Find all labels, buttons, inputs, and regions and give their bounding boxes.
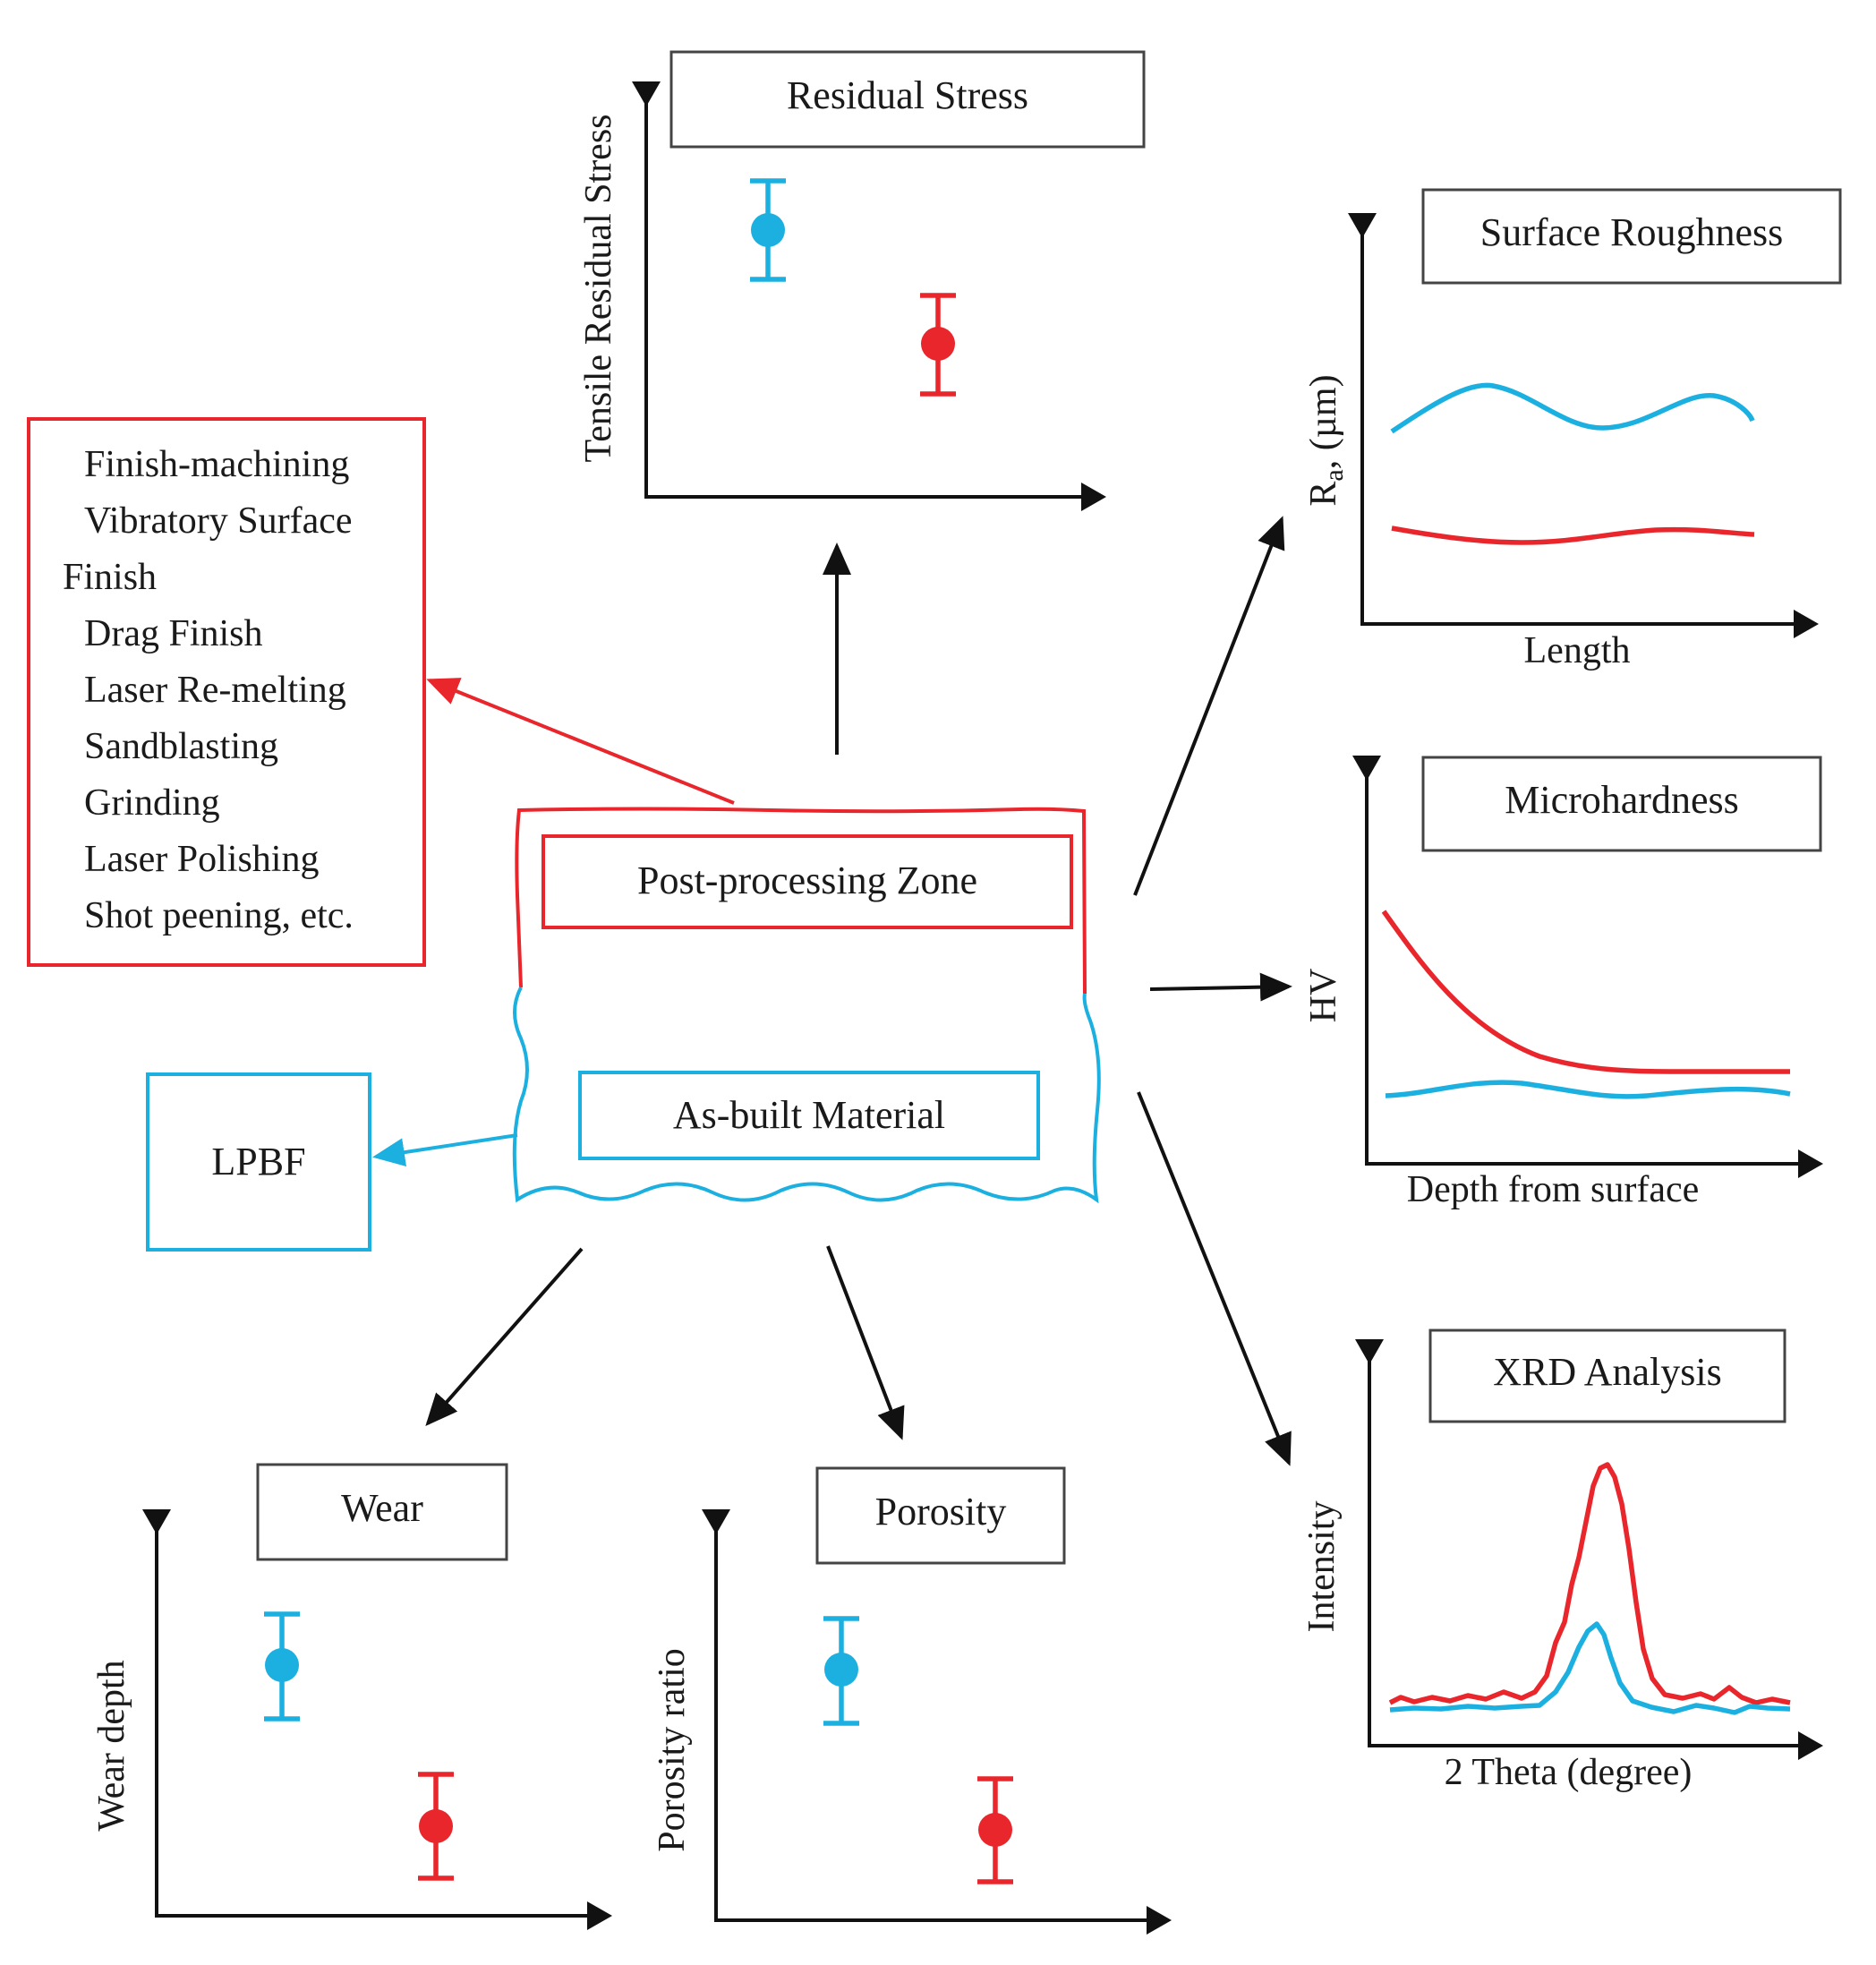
method-item: Sandblasting [84, 726, 278, 767]
surface-roughness-axes [1348, 213, 1819, 638]
residual-stress-panel: Residual Stress Tensile Residual Stress [578, 50, 1146, 511]
lpbf-block: LPBF [146, 1072, 371, 1252]
method-item: Shot peening, etc. [84, 895, 354, 936]
wear-errorbar-as-built [264, 1611, 300, 1722]
porosity-ylabel: Porosity ratio [652, 1648, 693, 1852]
xrd-xlabel: 2 Theta (degree) [1445, 1752, 1693, 1793]
connectors [372, 516, 1292, 1466]
as-built-material-label: As-built Material [673, 1093, 945, 1137]
arrow-to-porosity [826, 1245, 905, 1440]
methods-box [27, 417, 426, 967]
residual-stress-errorbar-as-built [750, 178, 786, 282]
xrd-title: XRD Analysis [1493, 1350, 1721, 1394]
microhardness-curve-post-processed [1381, 910, 1790, 1074]
residual-stress-point-as-built [751, 213, 785, 247]
arrow-to-surface-roughness [1133, 516, 1285, 896]
wear-title: Wear [341, 1486, 423, 1530]
as-built-material-box [578, 1071, 1040, 1160]
residual-stress-errorbar-post-processed [920, 293, 956, 397]
lpbf-label: LPBF [211, 1140, 305, 1183]
porosity-panel: Porosity Porosity ratio [652, 1466, 1172, 1935]
wear-point-post-processed [419, 1809, 453, 1843]
specimen-red-outline [515, 807, 1087, 995]
arrow-to-lpbf [372, 1133, 518, 1167]
surface-roughness-panel: Surface Roughness Ra, (µm) Length [1303, 188, 1842, 671]
microhardness-title: Microhardness [1505, 778, 1739, 822]
specimen: Post-processing Zone As-built Material [512, 807, 1101, 1204]
wear-panel: Wear Wear depth [91, 1463, 612, 1930]
microhardness-xlabel: Depth from surface [1407, 1169, 1700, 1210]
method-item: Laser Re-melting [84, 670, 346, 711]
wear-ylabel: Wear depth [91, 1660, 132, 1831]
post-processing-zone-label: Post-processing Zone [637, 859, 977, 902]
wear-errorbar-post-processed [418, 1772, 454, 1881]
specimen-blue-outline [512, 987, 1101, 1204]
xrd-ylabel: Intensity [1301, 1501, 1343, 1633]
residual-stress-title: Residual Stress [787, 73, 1028, 117]
surface-roughness-xlabel: Length [1524, 630, 1631, 671]
ylabel-subscript: a [1319, 469, 1349, 481]
microhardness-curve-as-built [1385, 1080, 1791, 1099]
xrd-curve-post-processed [1388, 1462, 1791, 1705]
porosity-errorbar-as-built [823, 1616, 859, 1726]
surface-roughness-curve-post-processed [1391, 525, 1755, 545]
microhardness-axes [1352, 756, 1823, 1178]
residual-stress-ylabel: Tensile Residual Stress [578, 114, 619, 462]
surface-roughness-title: Surface Roughness [1480, 210, 1784, 254]
method-item: Vibratory Surface [84, 500, 353, 542]
microhardness-ylabel: HV [1303, 969, 1344, 1023]
methods-list: Finish-machining Vibratory Surface Finis… [27, 417, 426, 967]
porosity-point-post-processed [978, 1813, 1012, 1847]
method-item: Grinding [84, 782, 220, 824]
ylabel-main: R [1303, 482, 1344, 507]
wear-point-as-built [265, 1648, 299, 1682]
surface-roughness-ylabel: Ra, (µm) [1303, 374, 1349, 506]
method-item: Finish-machining [84, 444, 349, 485]
arrow-to-methods [426, 678, 735, 805]
lpbf-box [146, 1072, 371, 1252]
microhardness-panel: Microhardness HV Depth from surface [1303, 756, 1823, 1210]
porosity-point-as-built [824, 1653, 858, 1687]
residual-stress-axes [632, 81, 1106, 511]
method-item: Drag Finish [84, 613, 263, 654]
arrow-to-xrd [1137, 1091, 1292, 1466]
arrow-to-microhardness [1149, 972, 1292, 1002]
surface-roughness-curve-as-built [1390, 382, 1755, 434]
xrd-panel: XRD Analysis Intensity 2 Theta (degree) [1301, 1329, 1823, 1793]
ylabel-rest: , (µm) [1303, 374, 1344, 469]
residual-stress-point-post-processed [921, 327, 955, 361]
method-item: Laser Polishing [84, 839, 319, 880]
wear-axes [142, 1509, 612, 1930]
method-item: Finish [63, 557, 157, 598]
xrd-axes [1355, 1339, 1823, 1760]
porosity-errorbar-post-processed [977, 1776, 1013, 1884]
post-processing-zone-box [541, 834, 1073, 929]
porosity-axes [702, 1509, 1172, 1935]
xrd-curve-as-built [1389, 1621, 1791, 1715]
arrow-to-wear [425, 1247, 584, 1426]
porosity-title: Porosity [875, 1490, 1007, 1534]
